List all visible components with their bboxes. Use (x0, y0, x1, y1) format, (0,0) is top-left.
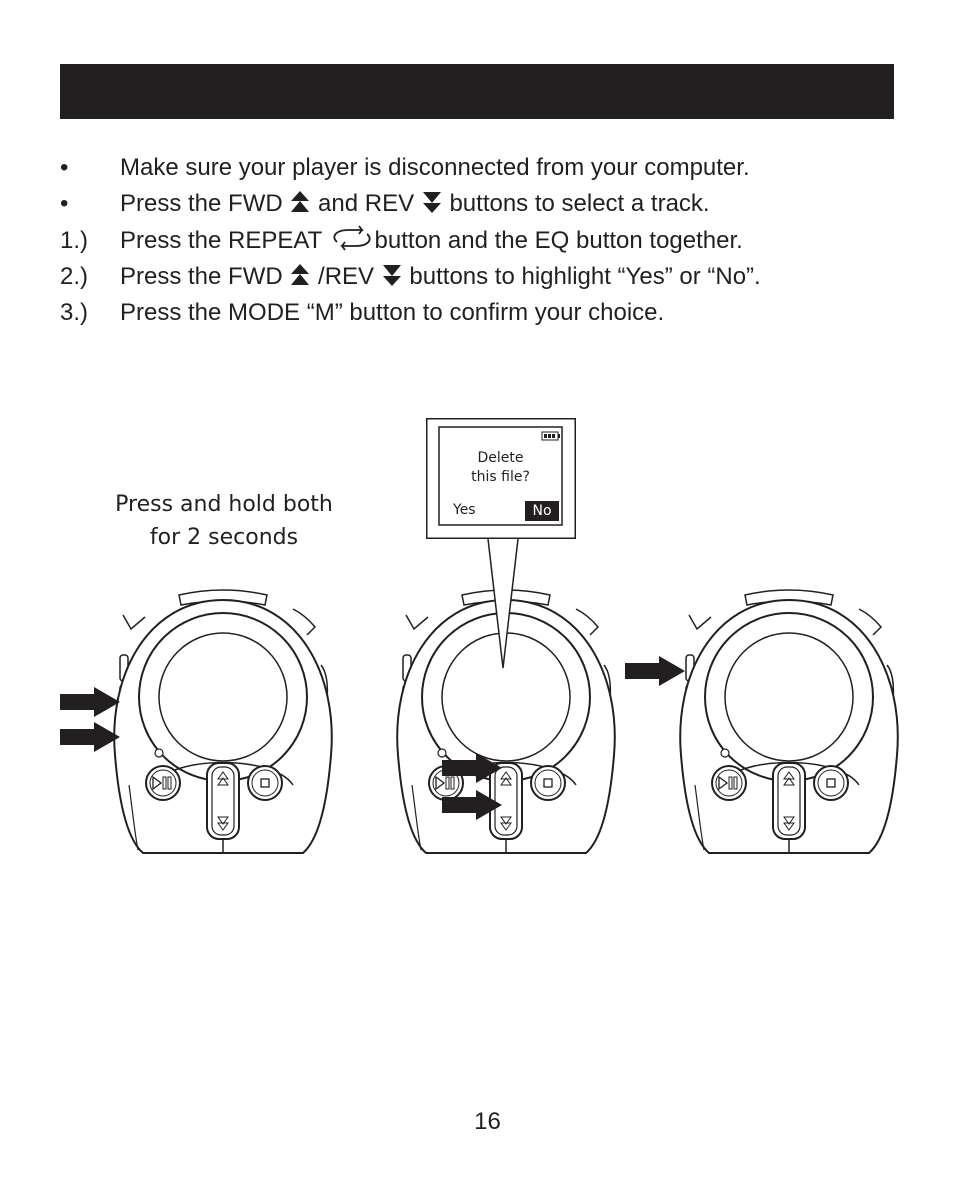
double-down-arrow-icon (422, 192, 441, 213)
figure-caption: Press and hold both for 2 seconds (98, 488, 350, 554)
pointer-arrow-icon (60, 687, 120, 717)
double-up-arrow-icon (291, 264, 310, 285)
double-down-arrow-icon (382, 265, 401, 286)
yes-option: Yes (453, 502, 476, 518)
instruction-text-part: Press the MODE “M” button to confirm you… (120, 299, 665, 326)
player-illustration-3 (679, 589, 899, 854)
instruction-text-part: Press the REPEAT (120, 227, 322, 254)
bullet-marker: • (60, 190, 69, 217)
instruction-text-part: button and the EQ button together. (374, 227, 743, 254)
double-up-arrow-icon (291, 191, 310, 212)
instruction-item: • Make sure your player is disconnected … (0, 151, 954, 185)
step-number: 3.) (60, 299, 89, 326)
instruction-text-part: /REV (318, 263, 375, 290)
instruction-item: • Press the FWD and REV buttons to selec… (0, 187, 954, 221)
instruction-text: Press the FWD and REV buttons to select … (120, 187, 710, 221)
player-illustration-1 (113, 589, 333, 854)
callout-pointer (487, 538, 519, 669)
instruction-text: Press the FWD /REV buttons to highlight … (120, 260, 761, 294)
pointer-arrow-icon (60, 722, 120, 752)
bullet-marker: • (60, 154, 69, 181)
screen-message: Delete this file? (439, 449, 562, 487)
instruction-item: 1.) Press the REPEAT button and the EQ b… (0, 224, 954, 258)
battery-icon (541, 431, 560, 441)
header-bar (60, 64, 894, 119)
screen-message-line: this file? (471, 469, 530, 485)
step-number: 2.) (60, 263, 89, 290)
caption-line: for 2 seconds (149, 525, 299, 550)
instruction-text-part: Make sure your player is disconnected fr… (120, 154, 750, 181)
instruction-text-part: Press the FWD (120, 190, 283, 217)
step-number: 1.) (60, 227, 89, 254)
instruction-item: 2.) Press the FWD /REV buttons to highli… (0, 260, 954, 294)
instruction-item: 3.) Press the MODE “M” button to confirm… (0, 296, 954, 330)
instruction-text: Press the MODE “M” button to confirm you… (120, 296, 664, 330)
no-option-highlighted: No (525, 501, 559, 521)
instruction-text-part: and REV (318, 190, 415, 217)
screen-display: Delete this file? Yes No (439, 427, 562, 525)
instruction-text-part: Press the FWD (120, 263, 283, 290)
pointer-arrow-icon (625, 656, 685, 686)
caption-line: Press and hold both (115, 492, 333, 517)
instruction-text-part: buttons to select a track. (449, 190, 710, 217)
instruction-text: Press the REPEAT button and the EQ butto… (120, 224, 743, 258)
page-number: 16 (474, 1108, 501, 1135)
instruction-text: Make sure your player is disconnected fr… (120, 151, 750, 185)
instruction-text-part: buttons to highlight “Yes” or “No”. (409, 263, 761, 290)
repeat-icon (333, 225, 371, 251)
screen-message-line: Delete (477, 450, 524, 466)
